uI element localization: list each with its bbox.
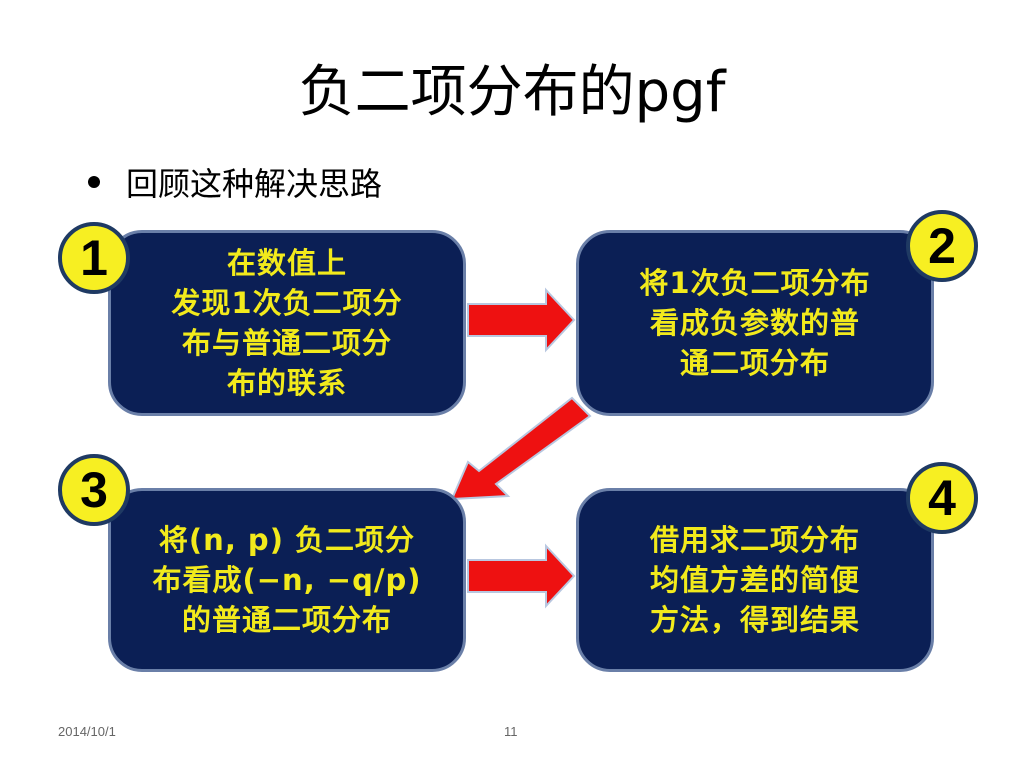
step-4-box: 借用求二项分布 均值方差的简便 方法，得到结果 <box>576 488 934 672</box>
arrow-2-to-3 <box>450 396 592 501</box>
footer-page-number: 11 <box>504 724 518 739</box>
step-1-badge: 1 <box>58 222 130 294</box>
bullet-item: 回顾这种解决思路 <box>88 160 382 204</box>
bullet-dot-icon <box>88 176 100 188</box>
slide-title: 负二项分布的pgf <box>0 58 1024 128</box>
step-3-badge: 3 <box>58 454 130 526</box>
step-2-box: 将1次负二项分布 看成负参数的普 通二项分布 <box>576 230 934 416</box>
arrow-1-to-2 <box>467 287 576 353</box>
step-1-box: 在数值上 发现1次负二项分 布与普通二项分 布的联系 <box>108 230 466 416</box>
title-latin: pgf <box>634 60 726 125</box>
arrow-3-to-4 <box>467 543 576 609</box>
step-4-text: 借用求二项分布 均值方差的简便 方法，得到结果 <box>649 523 860 637</box>
step-1-text: 在数值上 发现1次负二项分 布与普通二项分 布的联系 <box>171 246 403 400</box>
step-2-badge: 2 <box>906 210 978 282</box>
footer-date: 2014/10/1 <box>58 724 116 739</box>
step-2-text: 将1次负二项分布 看成负参数的普 通二项分布 <box>639 266 871 380</box>
bullet-text: 回顾这种解决思路 <box>126 165 383 203</box>
step-4-badge: 4 <box>906 462 978 534</box>
step-3-box: 将(n, p) 负二项分 布看成(−n, −q/p) 的普通二项分布 <box>108 488 466 672</box>
step-3-text: 将(n, p) 负二项分 布看成(−n, −q/p) 的普通二项分布 <box>152 523 422 637</box>
title-cjk: 负二项分布的 <box>298 60 635 125</box>
